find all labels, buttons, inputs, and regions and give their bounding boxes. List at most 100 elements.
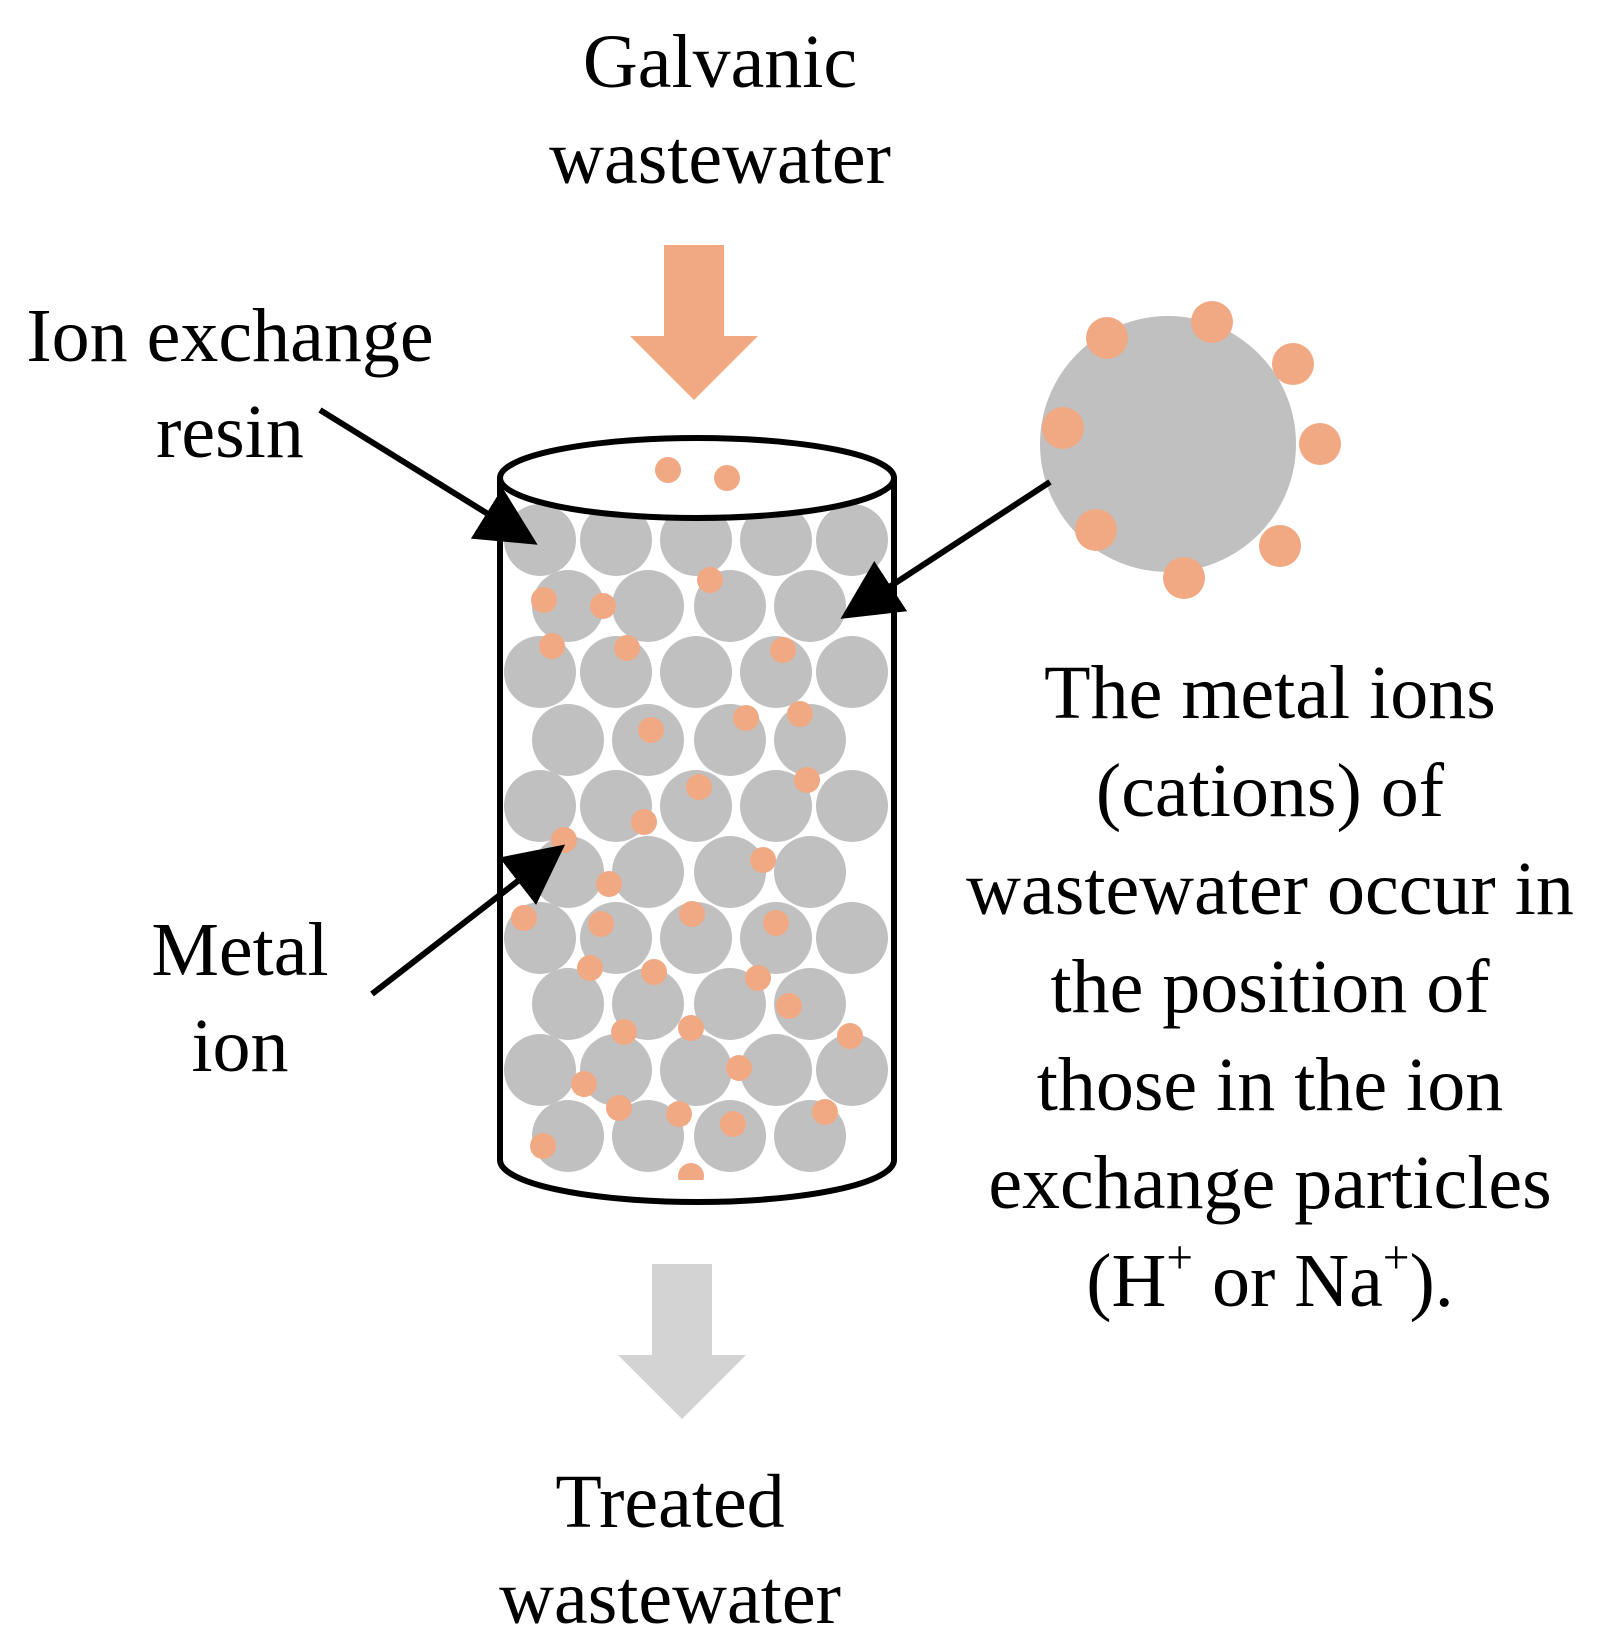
inflow-label-line1: Galvanic — [582, 20, 858, 104]
outflow-label: Treated wastewater — [420, 1454, 920, 1646]
bound-metal-ion — [1075, 509, 1117, 551]
resin-particle — [816, 1034, 888, 1106]
resin-particle — [580, 504, 652, 576]
bound-metal-ion — [1042, 407, 1084, 449]
desc-h-open: (H — [1086, 1239, 1167, 1323]
description-line-ions: (H+ or Na+). — [940, 1232, 1600, 1330]
resin-particle — [532, 570, 604, 642]
metal-ion — [571, 1071, 597, 1097]
metal-ion — [631, 809, 657, 835]
inflow-label: Galvanic wastewater — [470, 14, 970, 206]
desc-or-na: or Na — [1192, 1239, 1383, 1323]
bound-metal-ion — [1272, 343, 1314, 385]
metal-ion — [590, 593, 616, 619]
description-line: exchange particles — [988, 1141, 1552, 1225]
column-top-opening — [497, 435, 897, 521]
metal-ion — [733, 705, 759, 731]
metal-ion — [770, 637, 796, 663]
resin-particle — [694, 836, 766, 908]
resin-particle — [660, 504, 732, 576]
description-line: the position of — [1050, 945, 1490, 1029]
resin-particle — [816, 636, 888, 708]
inflow-label-line2: wastewater — [549, 116, 891, 200]
inflow-arrow — [630, 245, 758, 400]
resin-particle — [740, 902, 812, 974]
resin-particle — [660, 1034, 732, 1106]
description-line: The metal ions — [1044, 651, 1496, 735]
resin-particle — [816, 770, 888, 842]
bound-metal-ion — [1086, 317, 1128, 359]
metal-ion — [606, 1095, 632, 1121]
resin-particle — [532, 704, 604, 776]
resin-particle — [660, 902, 732, 974]
metal-ion — [638, 717, 664, 743]
resin-particle — [816, 902, 888, 974]
desc-plus-1: + — [1166, 1232, 1193, 1285]
metal-ion — [750, 847, 776, 873]
resin-label-line1: Ion exchange — [26, 294, 434, 378]
description-line: (cations) of — [1095, 749, 1445, 833]
metal-ion — [787, 701, 813, 727]
metal-ion — [686, 774, 712, 800]
resin-particle — [774, 836, 846, 908]
ion-exchange-column — [497, 435, 897, 1205]
resin-label-line2: resin — [156, 390, 304, 474]
metal-ion — [530, 1133, 556, 1159]
outflow-label-line1: Treated — [555, 1460, 785, 1544]
enlarged-particle-body — [1040, 316, 1296, 572]
metal-ion-label-line2: ion — [191, 1004, 289, 1088]
resin-particle — [612, 570, 684, 642]
resin-particle — [504, 770, 576, 842]
metal-ion — [678, 1015, 704, 1041]
metal-ion — [714, 465, 740, 491]
metal-ion — [511, 905, 537, 931]
metal-ion — [641, 959, 667, 985]
enlarged-resin-particle — [1040, 301, 1341, 599]
description-line: wastewater occur in — [966, 847, 1574, 931]
resin-particle — [612, 836, 684, 908]
metal-ion — [745, 965, 771, 991]
resin-particle — [504, 1034, 576, 1106]
metal-ion — [812, 1099, 838, 1125]
resin-particle — [504, 504, 576, 576]
resin-particle — [740, 504, 812, 576]
description-line: those in the ion — [1036, 1043, 1504, 1127]
outflow-arrow — [618, 1264, 746, 1419]
particle-pointer-arrow — [840, 479, 1052, 619]
resin-pointer-arrow — [318, 407, 538, 545]
bound-metal-ion — [1299, 423, 1341, 465]
resin-particle — [660, 770, 732, 842]
resin-particle — [612, 1100, 684, 1172]
resin-particle — [774, 570, 846, 642]
resin-particle — [816, 504, 888, 576]
metal-ion — [794, 767, 820, 793]
resin-label: Ion exchange resin — [0, 288, 460, 480]
bound-metal-ion — [1259, 525, 1301, 567]
metal-ion — [611, 1019, 637, 1045]
metal-ion — [763, 910, 789, 936]
resin-particle — [774, 968, 846, 1040]
metal-ion-label-line1: Metal — [151, 908, 329, 992]
desc-close: ). — [1409, 1239, 1454, 1323]
metal-ion — [837, 1023, 863, 1049]
metal-ion — [776, 993, 802, 1019]
metal-ion — [726, 1055, 752, 1081]
metal-ion — [720, 1111, 746, 1137]
resin-particle — [740, 1034, 812, 1106]
metal-ion-label: Metal ion — [100, 902, 380, 1094]
metal-ion — [655, 457, 681, 483]
column-wall — [497, 478, 897, 1205]
resin-particle — [532, 968, 604, 1040]
metal-ion — [539, 633, 565, 659]
resin-particle — [740, 770, 812, 842]
metal-ion — [614, 635, 640, 661]
outflow-label-line2: wastewater — [499, 1556, 841, 1640]
metal-ion — [596, 871, 622, 897]
description-text: The metal ions (cations) of wastewater o… — [940, 644, 1600, 1330]
desc-plus-2: + — [1382, 1232, 1410, 1285]
bound-metal-ion — [1191, 301, 1233, 343]
bound-metal-ion — [1163, 557, 1205, 599]
metal-ion — [678, 1163, 704, 1180]
metal-ion-pointer-arrow — [370, 844, 566, 997]
